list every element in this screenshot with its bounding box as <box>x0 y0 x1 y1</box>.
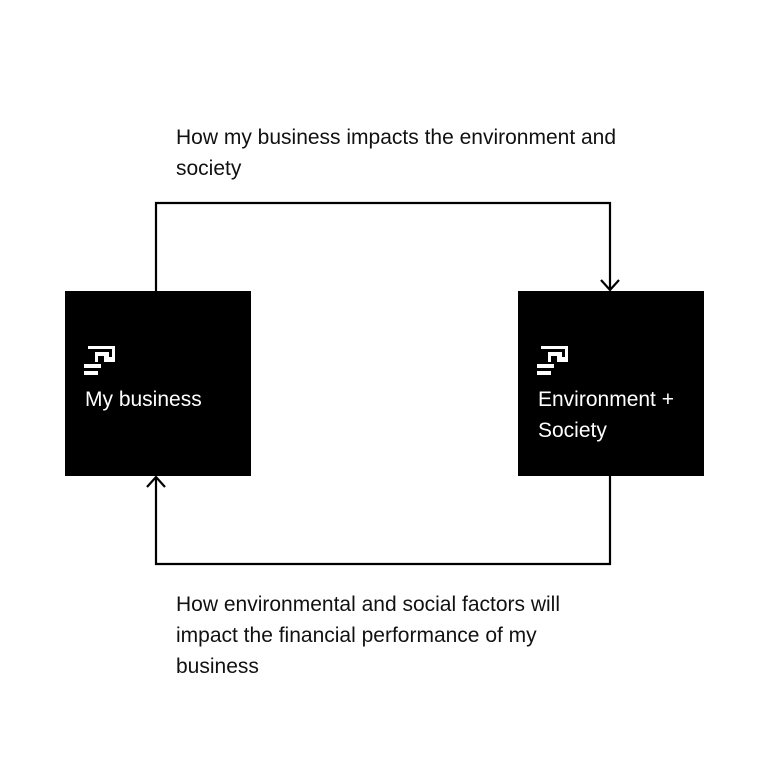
top-arrowhead <box>600 279 620 292</box>
environment-society-box: Environment + Society <box>518 291 704 476</box>
bottom-connector-line <box>154 476 612 566</box>
brand-logo-icon <box>537 346 568 375</box>
brand-logo-icon <box>84 346 115 375</box>
top-connector-line <box>154 201 612 291</box>
top-caption: How my business impacts the environment … <box>176 126 617 180</box>
my-business-box: My business <box>65 291 251 476</box>
bottom-caption: How environmental and social factors wil… <box>176 593 560 678</box>
my-business-label: My business <box>85 388 202 411</box>
environment-society-label: Environment + Society <box>538 388 674 442</box>
bottom-arrowhead <box>146 475 166 488</box>
